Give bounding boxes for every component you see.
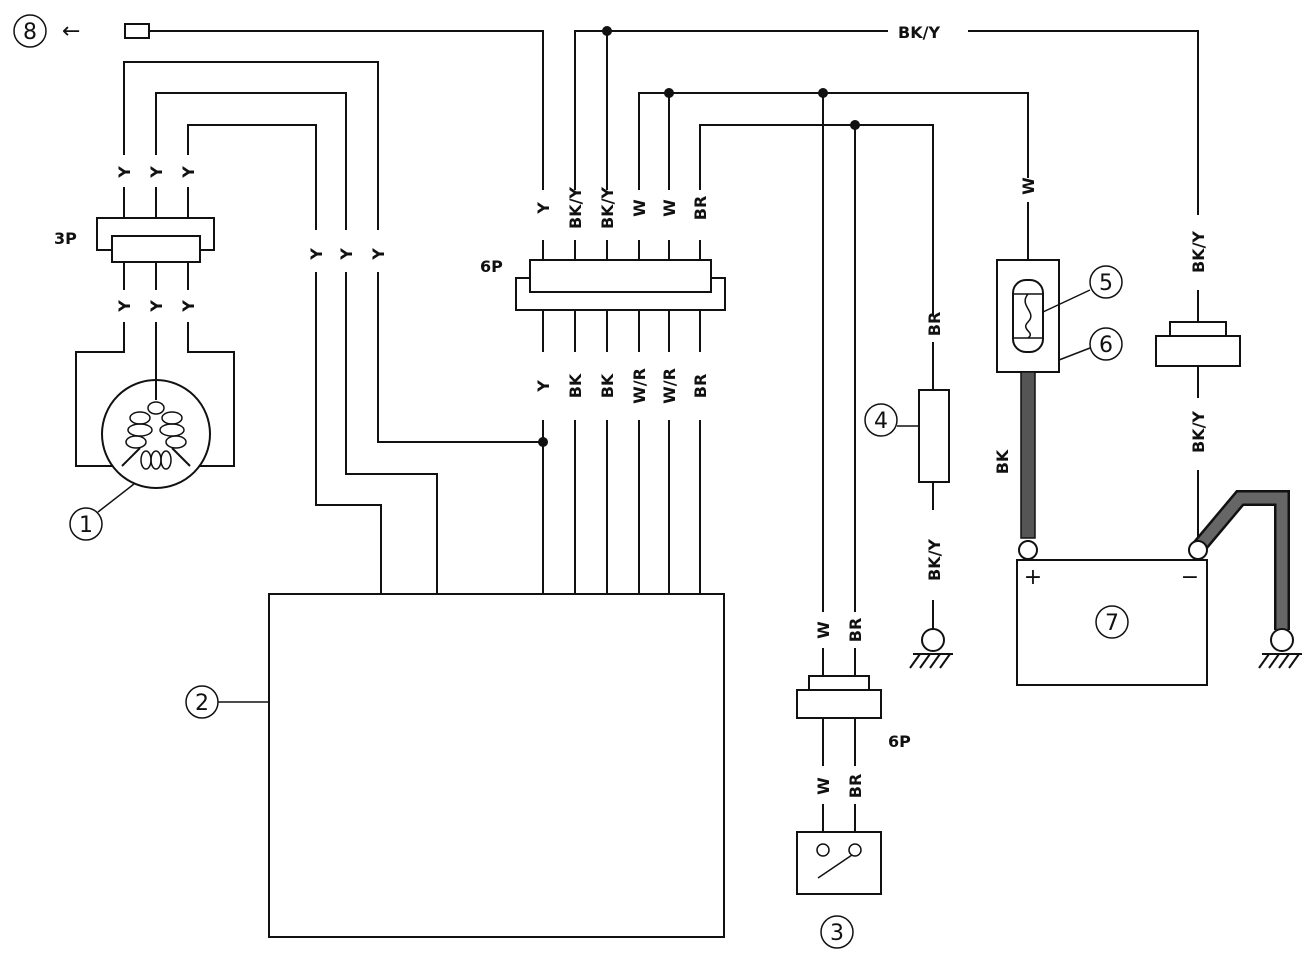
mid-y-labels: Y Y Y xyxy=(307,248,388,261)
regulator-rectifier xyxy=(268,593,725,938)
battery-negative-symbol: − xyxy=(1181,565,1199,590)
svg-text:2: 2 xyxy=(195,691,209,716)
svg-text:7: 7 xyxy=(1105,611,1119,636)
wire-y-reg-2 xyxy=(345,272,438,594)
svg-text:3: 3 xyxy=(830,921,844,946)
connector-switch-6p xyxy=(796,675,882,719)
svg-text:W/R: W/R xyxy=(660,368,679,404)
junction-dot xyxy=(850,120,860,130)
switch-icon xyxy=(796,831,882,895)
junction-dot xyxy=(818,88,828,98)
wire-y-reg-3 xyxy=(377,272,543,443)
wire-bky-top xyxy=(574,30,888,190)
label-main-6p: 6P xyxy=(480,257,503,276)
svg-text:5: 5 xyxy=(1099,271,1113,296)
callout-5: 5 xyxy=(1089,265,1123,299)
svg-text:BK/Y: BK/Y xyxy=(598,187,617,229)
fuse-holder xyxy=(996,259,1060,373)
ground-icon xyxy=(909,628,953,669)
label-right-bky-top: BK/Y xyxy=(1189,231,1208,273)
callout-8: 8 xyxy=(13,14,47,48)
junction-dot xyxy=(602,26,612,36)
svg-text:Y: Y xyxy=(534,380,553,393)
ground-icon xyxy=(1258,628,1302,669)
svg-text:W: W xyxy=(660,199,679,217)
svg-text:BK: BK xyxy=(566,373,585,398)
svg-text:W: W xyxy=(814,621,833,639)
wire-y-loop-1 xyxy=(123,61,379,230)
callout-1: 1 xyxy=(69,507,103,541)
main-lower-labels: Y BK BK W/R W/R BR xyxy=(534,368,710,404)
svg-text:BR: BR xyxy=(846,774,865,799)
svg-text:4: 4 xyxy=(874,409,888,434)
wire-y-loop-3 xyxy=(187,124,317,230)
stator-lower-labels: Y Y Y xyxy=(115,300,198,313)
junction-dot xyxy=(664,88,674,98)
callout-3: 3 xyxy=(820,915,854,949)
callout-2: 2 xyxy=(185,685,219,719)
svg-text:Y: Y xyxy=(179,166,198,179)
svg-text:BR: BR xyxy=(846,618,865,643)
arrow-left-icon: ← xyxy=(62,19,80,44)
svg-text:Y: Y xyxy=(307,248,326,261)
label-fuse-w: W xyxy=(1019,177,1038,195)
battery-positive-symbol: + xyxy=(1024,565,1042,590)
callout-4: 4 xyxy=(864,403,898,437)
svg-text:Y: Y xyxy=(534,202,553,215)
svg-text:6: 6 xyxy=(1099,333,1113,358)
battery-negative-cable xyxy=(1191,490,1290,630)
callout-6: 6 xyxy=(1089,327,1123,361)
label-switch-6p: 6P xyxy=(888,732,911,751)
svg-text:BR: BR xyxy=(691,374,710,399)
wire-y-loop-2 xyxy=(155,92,347,230)
connector-to-8 xyxy=(124,23,150,39)
svg-text:Y: Y xyxy=(147,300,166,313)
label-res-bky: BK/Y xyxy=(925,539,944,581)
label-res-br: BR xyxy=(925,312,944,337)
wire-br-rail xyxy=(699,124,934,315)
wire-bky-right xyxy=(968,30,1199,215)
svg-text:BR: BR xyxy=(691,196,710,221)
svg-text:BK: BK xyxy=(598,373,617,398)
svg-text:BK/Y: BK/Y xyxy=(566,187,585,229)
connector-right xyxy=(1155,321,1241,367)
svg-text:W/R: W/R xyxy=(630,368,649,404)
wire-y-reg-1 xyxy=(315,272,382,594)
svg-text:Y: Y xyxy=(337,248,356,261)
battery-positive-cable xyxy=(1020,371,1036,539)
connector-3p xyxy=(96,217,215,263)
connector-main-6p xyxy=(515,259,726,311)
wire-w-rail xyxy=(638,92,1029,190)
svg-text:Y: Y xyxy=(179,300,198,313)
label-batt-bk: BK xyxy=(993,449,1012,474)
label-right-bky-bottom: BK/Y xyxy=(1189,411,1208,453)
svg-text:W: W xyxy=(814,777,833,795)
svg-text:Y: Y xyxy=(147,166,166,179)
svg-text:8: 8 xyxy=(23,20,37,45)
wire-y-top xyxy=(149,30,544,190)
callout-7: 7 xyxy=(1095,605,1129,639)
svg-text:Y: Y xyxy=(369,248,388,261)
stator-upper-labels: Y Y Y xyxy=(115,166,198,179)
switch-upper-labels: W BR xyxy=(814,618,865,643)
resistor xyxy=(918,389,950,483)
alternator-stator-icon xyxy=(101,379,211,489)
main-upper-labels: Y BK/Y BK/Y W W BR xyxy=(534,187,710,229)
svg-text:W: W xyxy=(630,199,649,217)
svg-text:Y: Y xyxy=(115,300,134,313)
label-3p: 3P xyxy=(54,229,77,248)
switch-lower-labels: W BR xyxy=(814,774,865,799)
svg-text:Y: Y xyxy=(115,166,134,179)
label-bky-top: BK/Y xyxy=(898,23,940,42)
svg-text:1: 1 xyxy=(79,513,93,538)
